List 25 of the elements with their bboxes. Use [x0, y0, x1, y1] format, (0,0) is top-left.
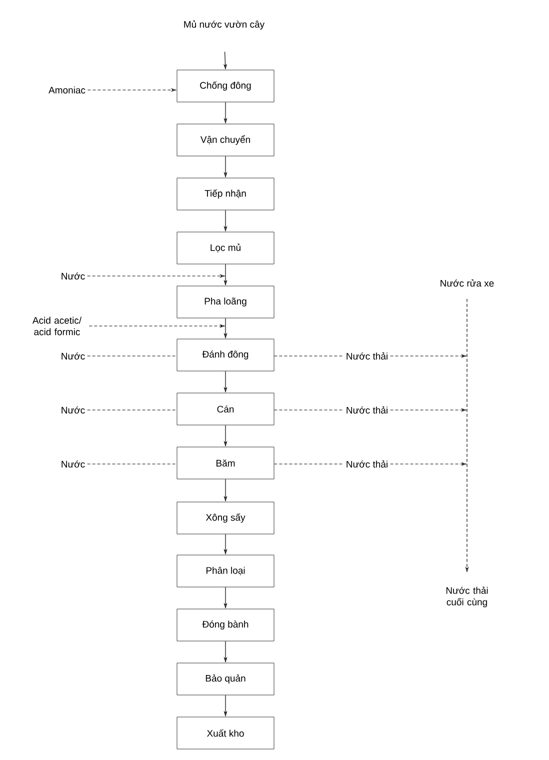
process-box: Băm: [176, 446, 274, 480]
process-box: Bảo quản: [176, 662, 274, 696]
input-label: Nước thải: [346, 406, 388, 414]
process-box: Phân loại: [176, 554, 274, 588]
input-label: Nước: [62, 460, 85, 468]
output-label: Nước thải cuối cùng: [446, 586, 488, 608]
process-box: Xông sấy: [176, 502, 274, 534]
process-box: Xuất kho: [176, 716, 274, 750]
input-label: Amoniac: [48, 86, 86, 94]
process-box: Tiếp nhận: [176, 178, 274, 210]
input-label: Nước: [62, 272, 85, 280]
input-label: Nước thải: [346, 352, 388, 360]
process-box: Vận chuyển: [176, 124, 274, 156]
process-box: Đánh đông: [176, 338, 274, 372]
input-label: Nước thải: [346, 460, 388, 468]
process-box: Pha loãng: [176, 286, 274, 318]
input-label: Nước rửa xe: [440, 279, 494, 287]
input-label: Nước: [62, 352, 85, 360]
process-box: Lọc mủ: [176, 232, 274, 264]
input-label: Acid acetic/ acid formic: [32, 316, 82, 336]
input-label: Nước: [62, 406, 85, 414]
process-box: Chống đông: [176, 70, 274, 102]
process-box: Đóng bành: [176, 608, 274, 642]
process-box: Cán: [176, 392, 274, 426]
source-label: Mủ nước vườn cây: [184, 20, 265, 30]
